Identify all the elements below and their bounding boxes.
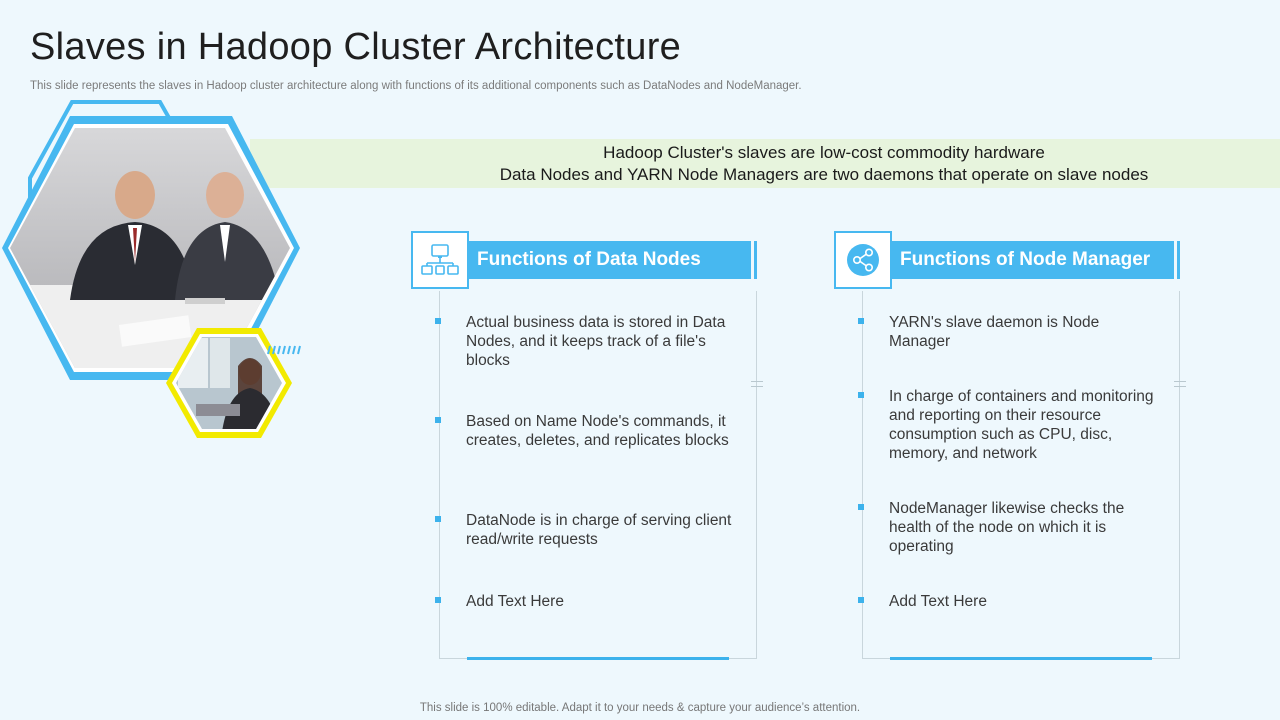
- node-manager-icon-box: [834, 231, 892, 289]
- bullet-icon: [858, 318, 864, 324]
- share-nodes-icon: [847, 244, 879, 276]
- page-title: Slaves in Hadoop Cluster Architecture: [30, 26, 682, 68]
- list-item: Based on Name Node's commands, it create…: [435, 412, 735, 450]
- card-bottom-accent: [890, 657, 1152, 660]
- node-manager-header-bar: [892, 241, 1174, 279]
- bullet-icon: [435, 417, 441, 423]
- list-item: Actual business data is stored in Data N…: [435, 313, 735, 370]
- card-bottom-accent: [467, 657, 729, 660]
- bullet-icon: [858, 504, 864, 510]
- decorative-stripes: [267, 345, 301, 355]
- data-nodes-icon-box: [411, 231, 469, 289]
- highlight-banner: [250, 139, 1280, 188]
- data-nodes-title: Functions of Data Nodes: [477, 249, 701, 270]
- data-nodes-header-bar: [469, 241, 751, 279]
- bullet-icon: [858, 597, 864, 603]
- page-subtitle: This slide represents the slaves in Hado…: [30, 80, 802, 92]
- banner-line-1: Hadoop Cluster's slaves are low-cost com…: [603, 143, 1045, 162]
- list-item: Add Text Here: [858, 592, 1158, 611]
- list-item: NodeManager likewise checks the health o…: [858, 499, 1158, 556]
- list-item: Add Text Here: [435, 592, 735, 611]
- bullet-icon: [435, 597, 441, 603]
- list-item: In charge of containers and monitoring a…: [858, 387, 1158, 463]
- banner-text: Hadoop Cluster's slaves are low-cost com…: [390, 142, 1258, 186]
- bullet-icon: [435, 318, 441, 324]
- node-manager-title: Functions of Node Manager: [900, 249, 1151, 270]
- footer-note: This slide is 100% editable. Adapt it to…: [419, 702, 861, 714]
- list-item: DataNode is in charge of serving client …: [435, 511, 735, 549]
- list-item: YARN's slave daemon is Node Manager: [858, 313, 1158, 351]
- banner-line-2: Data Nodes and YARN Node Managers are tw…: [499, 165, 1149, 184]
- hexagon-photo-collage: [2, 100, 301, 438]
- bullet-icon: [435, 516, 441, 522]
- bullet-icon: [858, 392, 864, 398]
- node-manager-card: Functions of Node Manager YARN's slave d…: [834, 231, 1186, 661]
- data-nodes-card: Functions of Data Nodes Actual business …: [411, 231, 763, 661]
- network-nodes-icon: [421, 244, 459, 275]
